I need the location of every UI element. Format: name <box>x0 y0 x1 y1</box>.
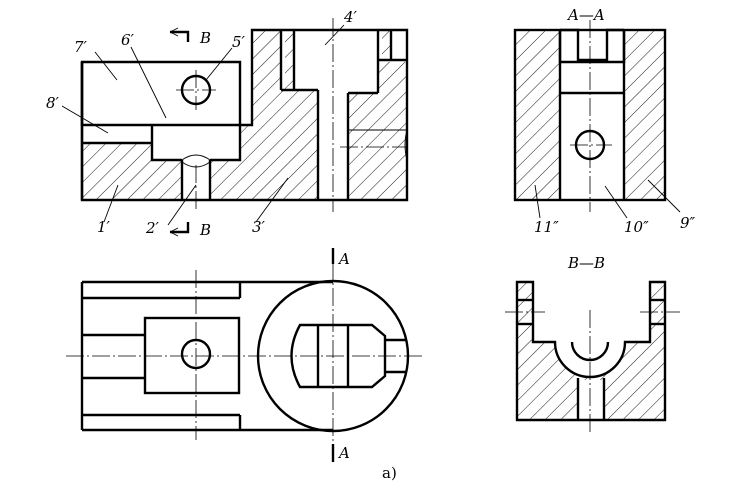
hatch-part-4-right <box>348 62 407 200</box>
label-10: 10″ <box>624 218 649 236</box>
hatch-part-3 <box>210 30 318 200</box>
title-b-b: B—B <box>567 254 605 272</box>
label-1: 1′ <box>97 218 111 236</box>
hatch-strip-left <box>285 30 294 90</box>
hatch-part-1 <box>82 143 182 200</box>
section-b-b: B—B <box>505 254 680 432</box>
label-6: 6′ <box>121 31 135 49</box>
title-a-a: A—A <box>566 6 605 24</box>
label-2: 2′ <box>145 219 160 237</box>
hatch-bb-hole <box>578 380 604 420</box>
top-view: A A <box>66 248 425 462</box>
label-9: 9″ <box>680 214 696 232</box>
section-mark-a-bottom: A <box>337 444 350 462</box>
label-3: 3′ <box>252 218 266 236</box>
hatch-bb-body <box>517 282 665 420</box>
figure-caption: a) <box>382 464 397 482</box>
section-mark-b-bottom: B <box>199 221 211 239</box>
hatch-strip-right <box>382 30 391 60</box>
section-mark-b-top: B <box>199 29 211 47</box>
label-5: 5′ <box>232 33 246 51</box>
front-outline <box>80 28 409 202</box>
section-a-a: A—A 11″ 10″ 9″ <box>513 6 696 236</box>
label-11: 11″ <box>534 218 559 236</box>
label-8: 8′ <box>46 94 60 112</box>
section-mark-a-top: A <box>337 250 350 268</box>
front-section-view: 7′ 6′ 5′ 4′ 8′ 1′ 2′ 3′ B B <box>46 8 409 239</box>
hatch-aa-left <box>515 30 560 200</box>
label-4: 4′ <box>343 8 358 26</box>
label-7: 7′ <box>74 38 88 56</box>
hatch-aa-right <box>624 30 665 200</box>
